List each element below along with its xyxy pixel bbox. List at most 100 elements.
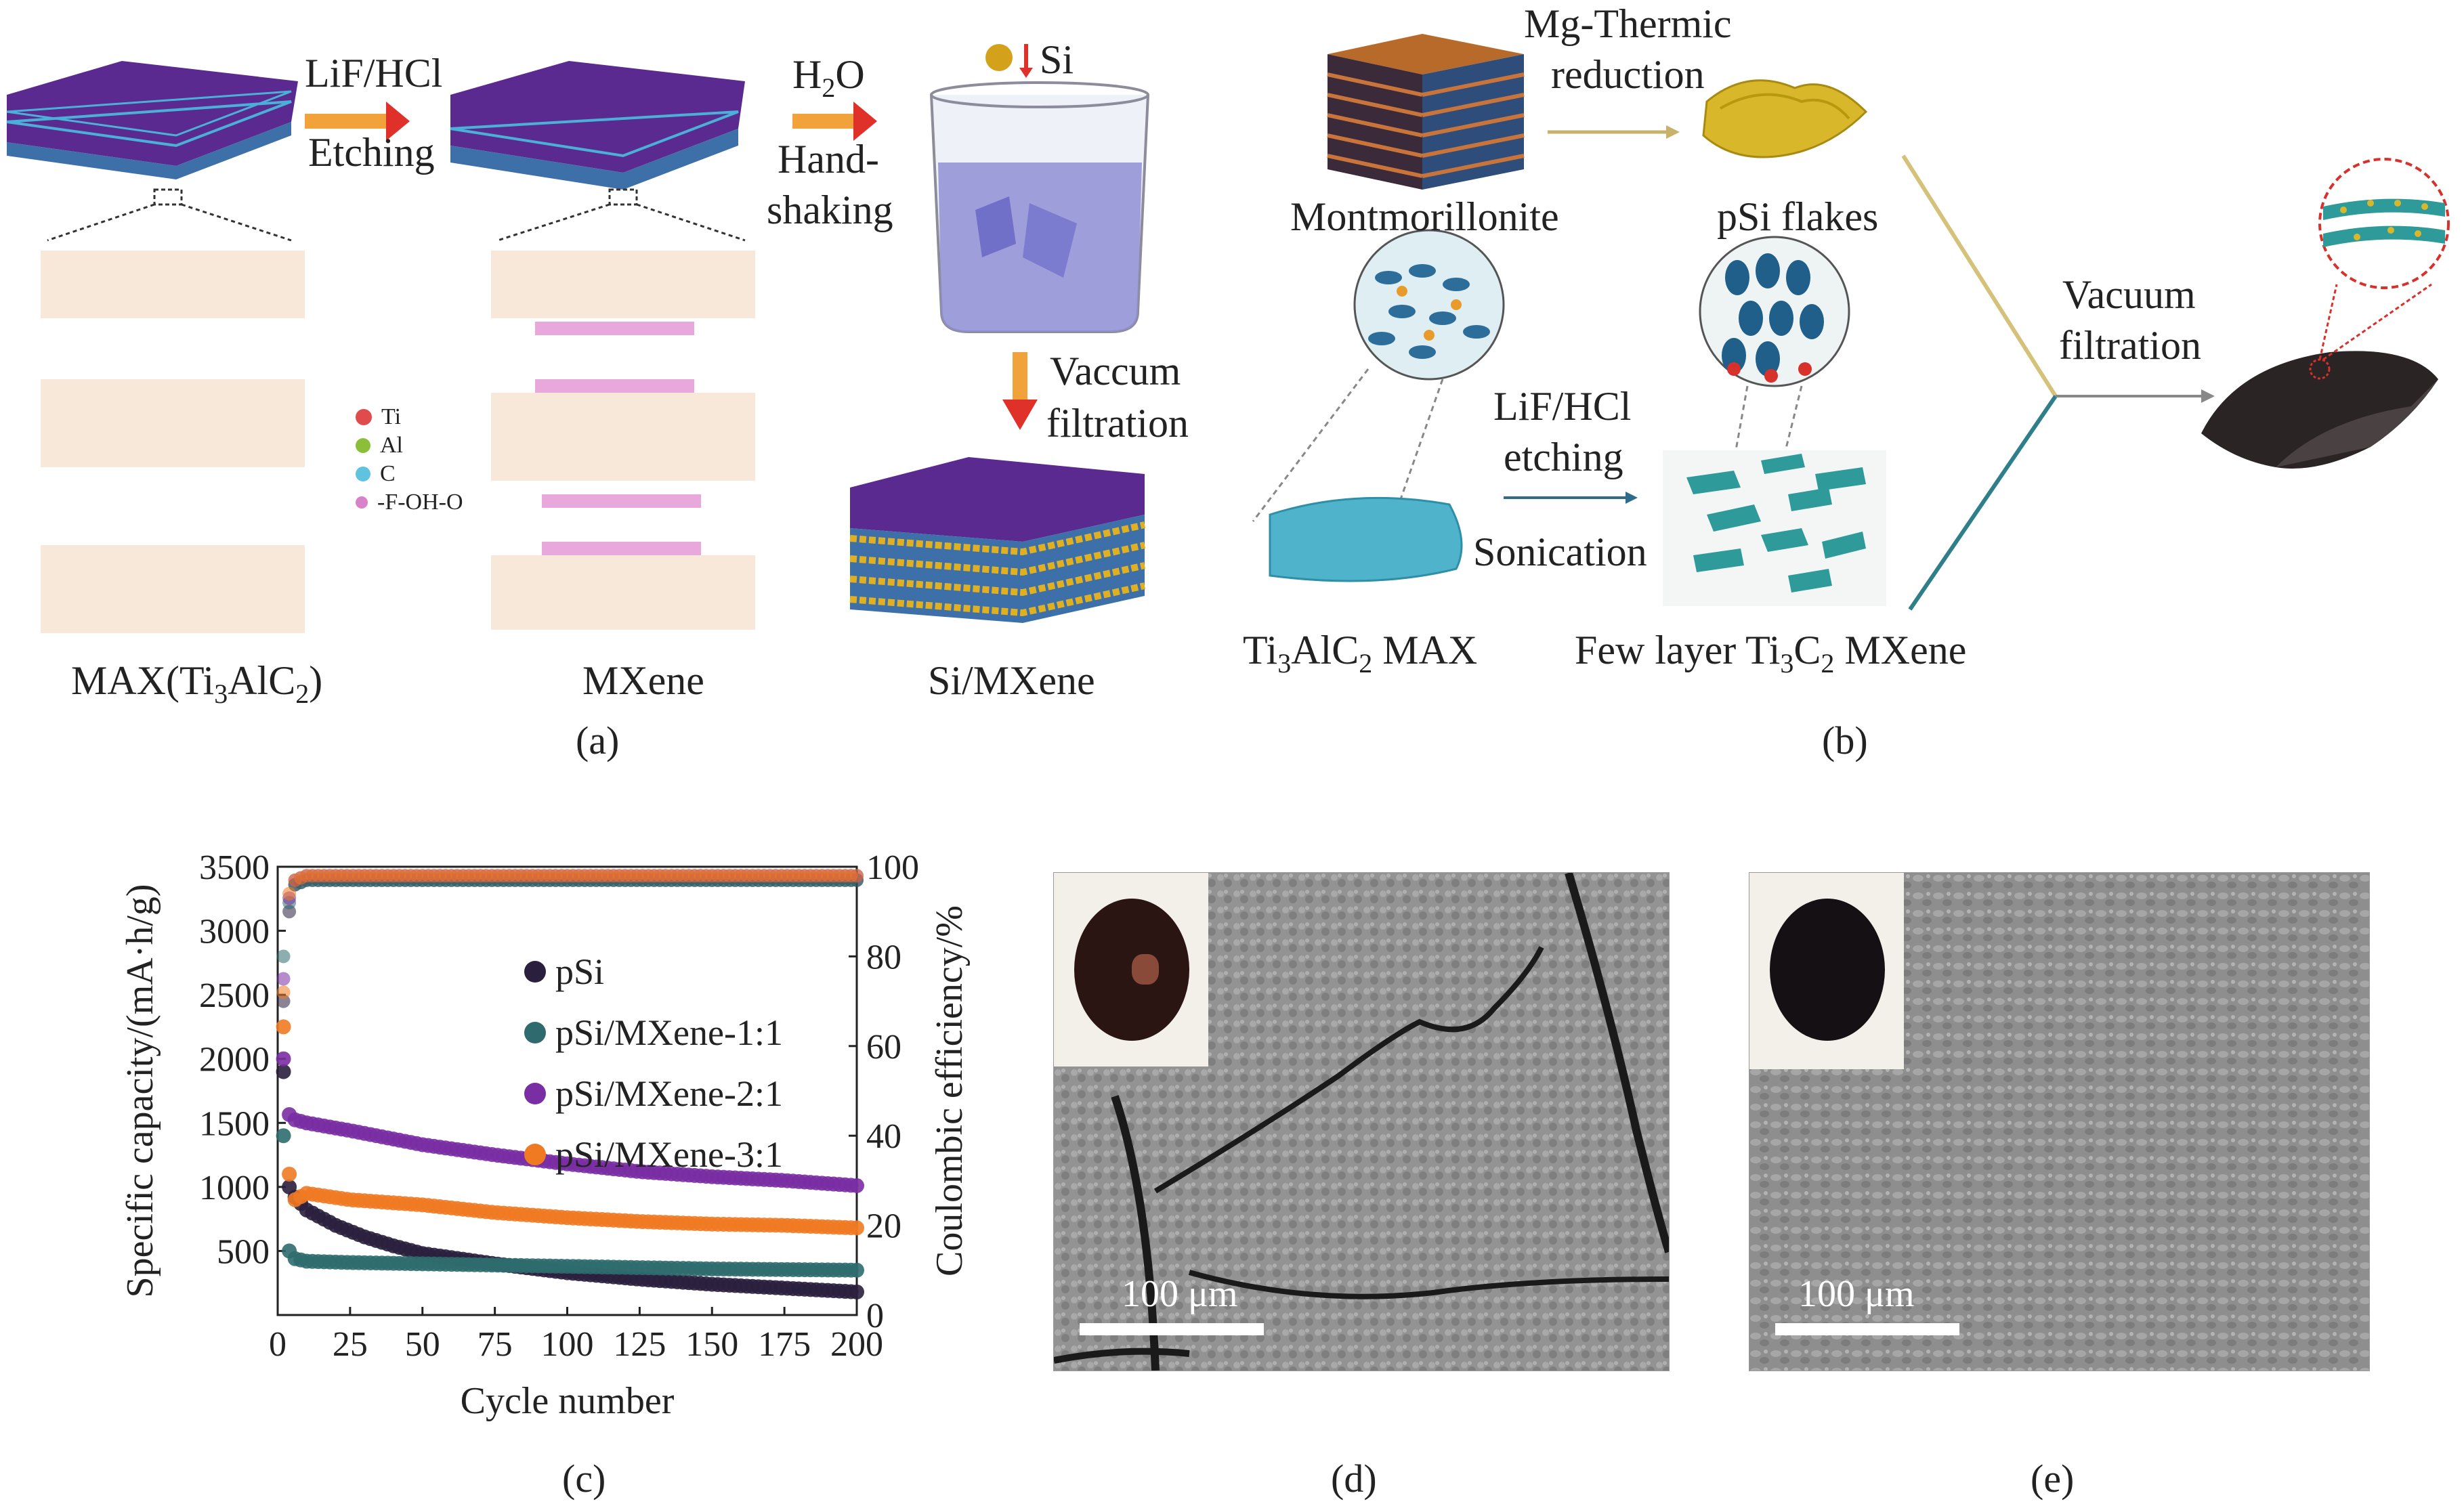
legend-label: pSi (555, 951, 604, 992)
psi-flakes-label: pSi flakes (1717, 194, 1879, 239)
step1-bottom-label: Etching (308, 130, 435, 175)
y2-tick-label: 80 (866, 938, 901, 976)
legend-ti: Ti (356, 403, 491, 431)
y-tick-label: 3000 (199, 913, 270, 951)
mg-label-2: reduction (1551, 52, 1705, 97)
legend-label: pSi/MXene-1:1 (555, 1012, 783, 1053)
psi-flakes-illustration (1702, 79, 1868, 158)
y-tick-label: 3500 (199, 848, 270, 887)
mxene-label: MXene (582, 658, 704, 703)
sonication-label: Sonication (1473, 530, 1647, 574)
max-label: MAX(Ti3AlC2) (71, 658, 323, 709)
y-tick-label: 2500 (199, 976, 270, 1015)
vacuum-label-2: filtration (2059, 323, 2201, 368)
y2-tick-label: 0 (866, 1297, 884, 1335)
ti3alc2-label: Ti3AlC2 MAX (1243, 628, 1478, 678)
y-tick-label: 1500 (199, 1104, 270, 1143)
legend-label: pSi/MXene-2:1 (555, 1073, 783, 1114)
lif-label-1: LiF/HCl (1493, 384, 1632, 429)
scale-text-d: 100 μm (1122, 1273, 1238, 1315)
scale-bar-d (1080, 1323, 1264, 1335)
capacity-point (276, 1128, 291, 1144)
y-tick-label: 1000 (199, 1169, 270, 1207)
electrode-disc-e (1770, 899, 1885, 1041)
efficiency-point (276, 972, 291, 986)
capacity-point (849, 1178, 864, 1193)
capacity-point (276, 1064, 291, 1079)
capacity-point (849, 1220, 864, 1236)
x-tick-label: 75 (477, 1325, 513, 1364)
functional-group-icon (356, 496, 368, 509)
capacity-point (276, 1051, 291, 1067)
max-slab-illustration (1269, 496, 1463, 582)
x-tick-label: 25 (333, 1325, 368, 1364)
max-crystal-lattice (41, 251, 305, 633)
step3-label-2: filtration (1046, 401, 1189, 446)
capacity-point (849, 1262, 864, 1278)
mxene-flakes-illustration (1663, 450, 1886, 606)
lif-label-2: etching (1504, 435, 1623, 479)
legend-label: pSi/MXene-3:1 (555, 1134, 783, 1175)
ti-atom-icon (356, 409, 372, 425)
film-illustration (2201, 158, 2450, 469)
step1-top-label: LiF/HCl (305, 51, 443, 95)
capacity-point (282, 1166, 297, 1182)
capacity-point (849, 1284, 864, 1299)
capacity-point (276, 1019, 291, 1035)
si-mxene-stack-illustration (849, 457, 1146, 623)
shaking-arrow (792, 102, 877, 141)
efficiency-point (850, 869, 864, 883)
converge-line-top (1901, 154, 2058, 397)
legend-c: C (356, 460, 491, 488)
x-tick-label: 200 (830, 1325, 883, 1364)
y2-axis-label: Coulombic efficiency/% (929, 905, 971, 1276)
al-atom-icon (356, 438, 370, 453)
panel-c-caption: (c) (562, 1457, 606, 1501)
converge-line-bottom (1908, 395, 2058, 611)
efficiency-point (276, 985, 291, 999)
legend-marker (524, 1144, 546, 1165)
panel-a-schematic (6, 44, 1149, 633)
filtration-arrow (1002, 352, 1038, 430)
panel-b-schematic (1252, 34, 2450, 611)
mxene-zoom-circle (1699, 236, 1850, 556)
mg-label-1: Mg-Thermic (1524, 1, 1732, 46)
legend-marker (524, 961, 546, 983)
panel-d-caption: (d) (1331, 1457, 1377, 1501)
panel-e-caption: (e) (2031, 1457, 2075, 1501)
step2-bottom-label-2: shaking (767, 188, 893, 232)
legend-al: Al (356, 431, 491, 460)
x-tick-label: 175 (758, 1325, 811, 1364)
few-layer-label: Few layer Ti3C2 MXene (1575, 628, 1967, 678)
sem-image-e: 100 μm (1749, 872, 2370, 1371)
product-label: Si/MXene (928, 658, 1095, 703)
efficiency-point (276, 949, 291, 964)
scale-bar-e (1775, 1323, 1959, 1335)
mxene-crystal-lattice (491, 251, 755, 630)
montmorillonite-label: Montmorillonite (1290, 194, 1559, 239)
legend-functional: -F-OH-O (356, 488, 491, 517)
x-tick-label: 150 (685, 1325, 738, 1364)
sem-image-d: 100 μm (1053, 872, 1670, 1371)
y2-tick-label: 20 (866, 1207, 901, 1246)
atom-legend: Ti Al C -F-OH-O (356, 403, 491, 517)
inset-photo-d (1054, 873, 1208, 1067)
etching-arrow (305, 102, 410, 141)
efficiency-point (282, 886, 297, 901)
panel-a-caption: (a) (576, 718, 620, 762)
mxene-stack-illustration (450, 61, 746, 242)
x-tick-label: 0 (269, 1325, 286, 1364)
vacuum-label-1: Vacuum (2062, 272, 2196, 317)
legend-marker (524, 1022, 546, 1043)
panel-b-caption: (b) (1822, 718, 1868, 762)
step2-bottom-label-1: Hand- (778, 137, 879, 181)
y2-tick-label: 40 (866, 1117, 901, 1156)
max-zoom-circle (1252, 229, 1505, 522)
y-tick-label: 2000 (199, 1041, 270, 1079)
y2-tick-label: 100 (866, 848, 919, 887)
y2-tick-label: 60 (866, 1028, 901, 1067)
scale-text-e: 100 μm (1798, 1273, 1915, 1315)
x-tick-label: 100 (541, 1325, 594, 1364)
si-particle-label: Si (1040, 37, 1074, 82)
electrode-defect-d (1132, 954, 1159, 985)
